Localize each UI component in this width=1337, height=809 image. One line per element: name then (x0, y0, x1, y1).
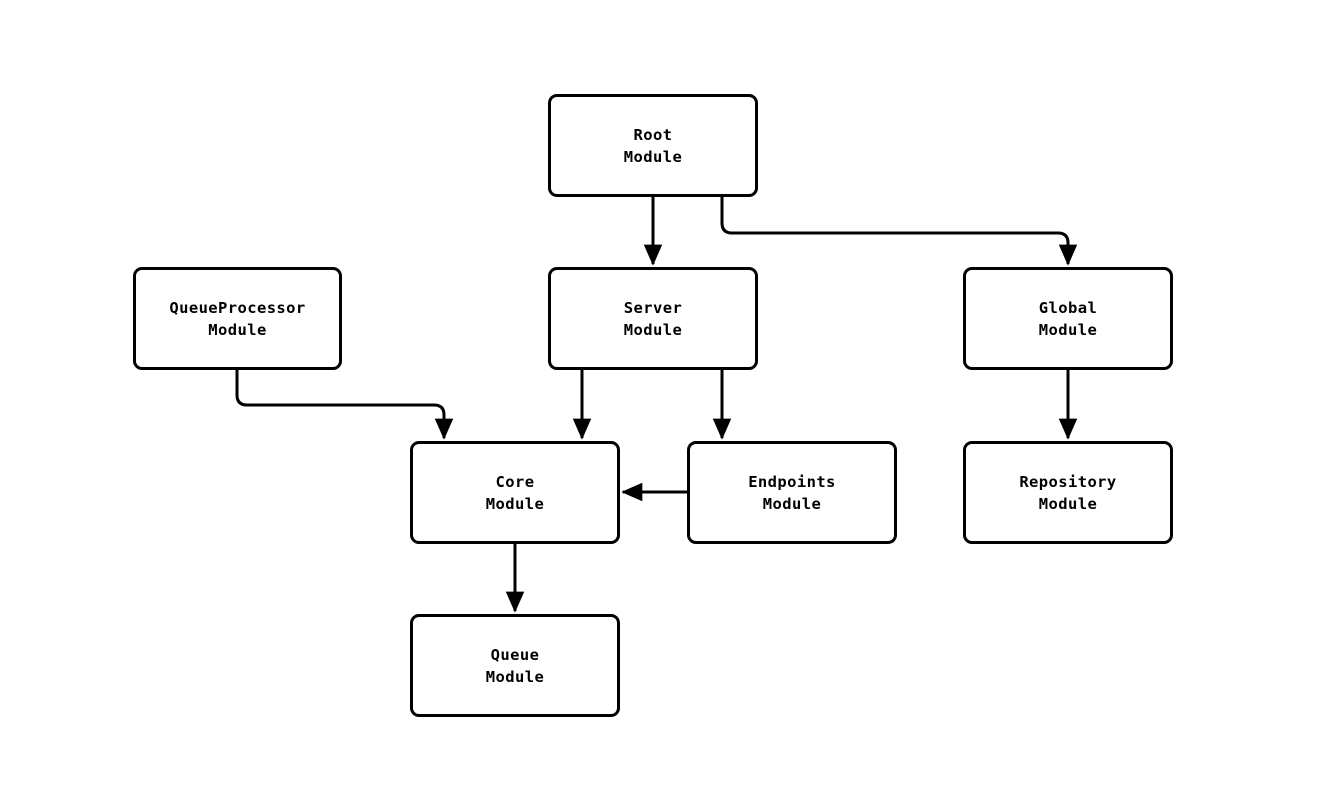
node-repository-label-line1: Repository (1019, 472, 1117, 491)
node-core-label-line2: Module (485, 494, 545, 513)
node-root-label-line1: Root (633, 125, 673, 144)
node-queue-label-line2: Module (485, 667, 545, 686)
node-core[interactable]: Core Module (410, 441, 620, 544)
node-global-label-line1: Global (1038, 298, 1098, 317)
node-endpoints-label-line2: Module (762, 494, 822, 513)
node-global[interactable]: Global Module (963, 267, 1173, 370)
node-server-label-line1: Server (623, 298, 683, 317)
node-queue-label-line1: Queue (490, 645, 540, 664)
node-endpoints-label-line1: Endpoints (748, 472, 836, 491)
node-global-label-line2: Module (1038, 320, 1098, 339)
edge-root-global (720, 197, 1078, 266)
node-queueprocessor-label-line1: QueueProcessor (169, 298, 306, 317)
node-endpoints[interactable]: Endpoints Module (687, 441, 897, 544)
node-repository-label-line2: Module (1038, 494, 1098, 513)
node-root-label-line2: Module (623, 147, 683, 166)
node-root[interactable]: Root Module (548, 94, 758, 197)
edge-queueprocessor-core (235, 370, 454, 440)
node-queueprocessor-label-line2: Module (208, 320, 267, 339)
node-queueprocessor[interactable]: QueueProcessor Module (133, 267, 342, 370)
node-queue[interactable]: Queue Module (410, 614, 620, 717)
node-server-label-line2: Module (623, 320, 683, 339)
node-core-label-line1: Core (495, 472, 535, 491)
node-repository[interactable]: Repository Module (963, 441, 1173, 544)
node-server[interactable]: Server Module (548, 267, 758, 370)
